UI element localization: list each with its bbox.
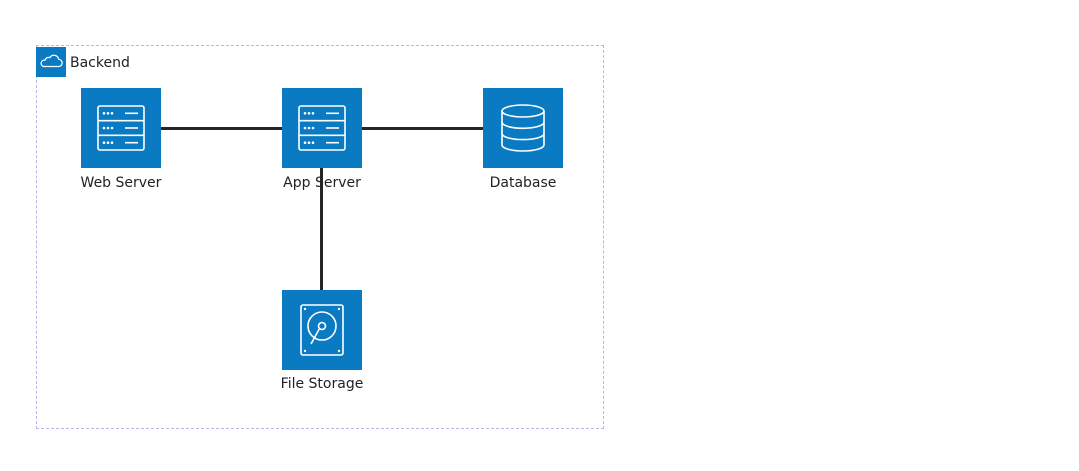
web-server-node[interactable] (81, 88, 161, 168)
backend-group-boundary (36, 45, 604, 429)
edge-app-to-db (361, 127, 483, 130)
web-server-label: Web Server (80, 175, 162, 191)
cloud-icon (36, 47, 66, 77)
file-storage-label: File Storage (280, 376, 364, 392)
hard-disk-icon (300, 304, 344, 356)
edge-web-to-app (161, 127, 282, 130)
edge-app-to-storage (320, 168, 323, 290)
server-icon (298, 105, 346, 151)
database-label: Database (489, 175, 557, 191)
app-server-label: App Server (283, 175, 361, 191)
database-icon (501, 104, 545, 152)
group-title: Backend (70, 55, 130, 71)
app-server-node[interactable] (282, 88, 362, 168)
file-storage-node[interactable] (282, 290, 362, 370)
server-icon (97, 105, 145, 151)
database-node[interactable] (483, 88, 563, 168)
